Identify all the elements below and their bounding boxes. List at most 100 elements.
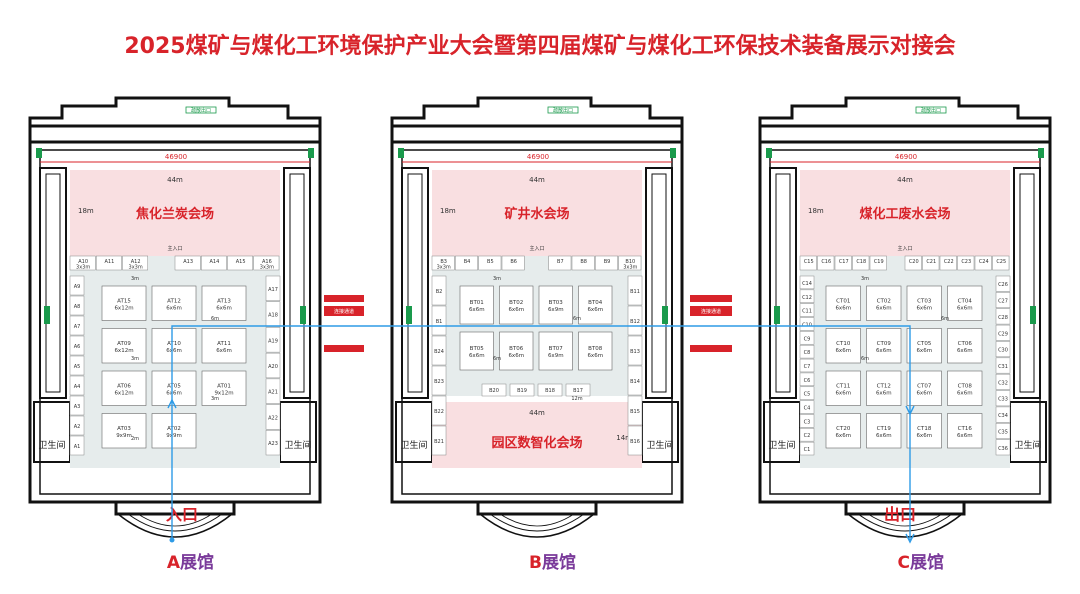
island-size: 6x6m xyxy=(835,433,851,439)
pavilion-suffix: 展馆 xyxy=(180,552,214,573)
booth-c29 xyxy=(995,324,1011,341)
island-booth-ct18 xyxy=(906,413,942,449)
booth-code: B5 xyxy=(487,259,494,265)
island-booth-ct04 xyxy=(947,285,983,321)
entrance-arch-outer xyxy=(847,513,963,538)
booth-c16 xyxy=(817,255,835,271)
island-code: BT04 xyxy=(588,300,603,306)
entrance-arch-line xyxy=(137,513,213,527)
booth-b22 xyxy=(431,395,447,426)
fire-exit-marker xyxy=(547,106,579,114)
booth-c8 xyxy=(799,344,815,359)
island-code: CT02 xyxy=(877,298,891,304)
booth-code: C25 xyxy=(996,259,1006,265)
island-code: BT02 xyxy=(509,300,523,306)
island-size: 6x6m xyxy=(835,390,851,396)
width-dimension-label: 46900 xyxy=(895,153,917,161)
booth-c4 xyxy=(799,400,815,414)
booth-code: B7 xyxy=(557,259,564,265)
booth-code: C32 xyxy=(998,380,1008,386)
booth-code: B12 xyxy=(630,319,640,325)
pavilion-suffix: 展馆 xyxy=(542,552,576,573)
booth-c35 xyxy=(995,423,1011,439)
right-restroom-label: 卫生间 xyxy=(1014,439,1041,451)
booth-code: B15 xyxy=(630,409,640,415)
booth-code: A4 xyxy=(74,384,81,390)
booth-c33 xyxy=(995,390,1011,407)
island-size: 6x6m xyxy=(957,433,973,439)
main-entrance-label: 主入口 xyxy=(529,245,544,252)
island-booth-bt08 xyxy=(578,331,613,371)
right-restroom-label: 卫生间 xyxy=(284,439,311,451)
aisle-width-label: 3m xyxy=(131,276,139,282)
booth-c30 xyxy=(995,341,1011,358)
entrance-arch-inner xyxy=(857,513,953,532)
exit-marker-right xyxy=(308,148,314,158)
booth-b13 xyxy=(627,335,643,366)
left-column-block xyxy=(769,167,797,399)
island-code: AT06 xyxy=(117,383,131,389)
booth-code: A17 xyxy=(268,287,278,293)
booth-code: C6 xyxy=(804,378,811,384)
booth-c15 xyxy=(799,255,817,271)
booth-a22 xyxy=(265,404,281,430)
booth-c18 xyxy=(852,255,870,271)
booth-c25 xyxy=(992,255,1010,271)
aisle-width-label: 6m xyxy=(861,356,869,362)
booth-code: A2 xyxy=(74,424,81,430)
booth-code: C24 xyxy=(979,259,989,265)
booth-c3 xyxy=(799,414,815,428)
booth-code: B1 xyxy=(436,319,443,325)
exit-marker-left xyxy=(398,148,404,158)
booth-code: A18 xyxy=(268,313,278,319)
booth-c26 xyxy=(995,275,1011,292)
booth-a11 xyxy=(96,255,122,271)
venue-depth-label: 18m xyxy=(78,207,94,215)
booth-c6 xyxy=(799,372,815,387)
exit-arrow xyxy=(905,533,915,544)
island-size: 6x6m xyxy=(469,307,485,313)
island-size: 9x12m xyxy=(214,390,233,396)
booth-code: C23 xyxy=(961,259,971,265)
entrance-arch-line xyxy=(867,513,943,527)
island-code: CT01 xyxy=(836,298,850,304)
island-booth-ct01 xyxy=(825,285,861,321)
visitor-route-line xyxy=(171,325,911,540)
booth-b16 xyxy=(627,425,643,456)
right-column-inner xyxy=(651,173,667,393)
booth-a6 xyxy=(69,335,85,356)
route-start-dot xyxy=(169,537,175,543)
island-code: CT11 xyxy=(836,383,850,389)
side-exit-right xyxy=(300,306,306,324)
island-booth-ct20 xyxy=(825,413,861,449)
island-code: CT04 xyxy=(958,298,973,304)
aisle-width-label: 3m xyxy=(861,276,869,282)
booth-code: C15 xyxy=(804,259,814,265)
booth-code: C35 xyxy=(998,429,1008,435)
booth-code: A20 xyxy=(268,364,278,370)
booth-code: C12 xyxy=(802,295,812,301)
island-size: 6x6m xyxy=(957,348,973,354)
island-size: 6x6m xyxy=(916,433,932,439)
island-size: 6x6m xyxy=(508,307,524,313)
booth-c10 xyxy=(799,317,815,331)
island-code: CT05 xyxy=(917,341,932,347)
side-exit-left xyxy=(44,306,50,324)
booth-code: A12 xyxy=(131,259,141,265)
island-size: 6x6m xyxy=(876,433,892,439)
pavilion-letter: A xyxy=(167,553,181,573)
booth-code: B9 xyxy=(604,259,611,265)
booth-c11 xyxy=(799,303,815,317)
booth-code: C29 xyxy=(998,331,1008,337)
fire-exit-marker xyxy=(185,106,217,114)
venue-depth-label: 18m xyxy=(808,207,824,215)
island-code: AT15 xyxy=(117,298,131,304)
booth-code: C22 xyxy=(944,259,954,265)
island-code: AT10 xyxy=(167,341,181,347)
booth-code: B17 xyxy=(573,388,583,394)
booth-c12 xyxy=(799,289,815,303)
booth-code: A6 xyxy=(74,344,81,350)
island-booth-at13 xyxy=(201,285,247,321)
entrance-arch-line xyxy=(499,513,575,527)
